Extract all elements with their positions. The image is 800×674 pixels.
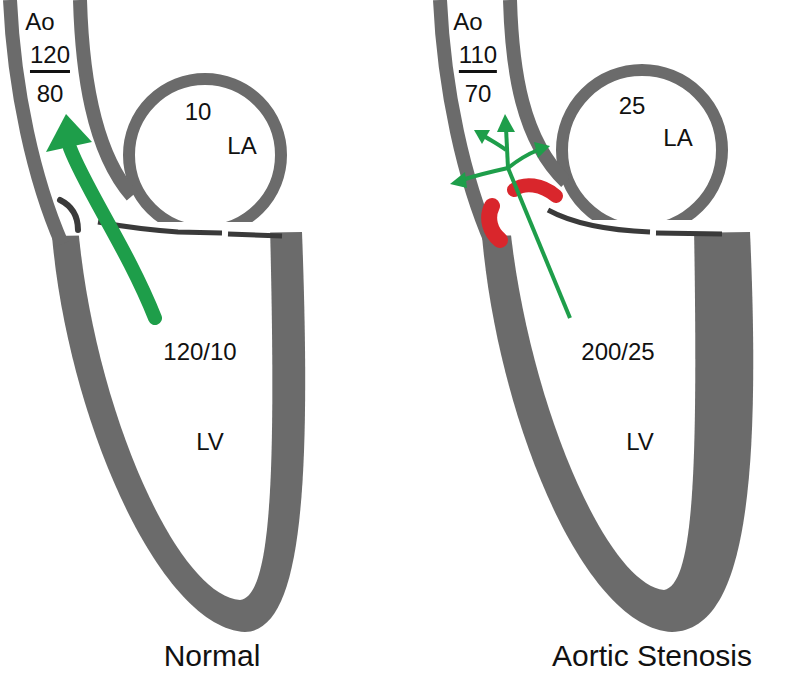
left-atrium	[562, 70, 722, 230]
aortic-wall	[510, 0, 566, 182]
pressure-value: 80	[37, 82, 64, 106]
blood-flow-arrow	[70, 148, 155, 318]
chamber-name: LA	[663, 126, 692, 150]
jet-arrow	[484, 136, 506, 150]
jet-arrow	[508, 150, 538, 168]
mitral-leaflet	[228, 234, 282, 236]
pressure-value: 10	[185, 100, 212, 124]
stenosis-heart	[440, 0, 753, 632]
pressure-value: 120	[30, 43, 70, 73]
pressure-value: 110	[459, 43, 497, 73]
vessel-name: Ao	[453, 10, 482, 34]
pressure-value: 200/25	[581, 340, 654, 364]
left-atrium	[129, 79, 281, 231]
arrow-head	[497, 114, 515, 132]
aortic-wall	[80, 0, 132, 196]
chamber-name: LV	[626, 430, 654, 454]
arrow-head	[46, 114, 92, 152]
aortic-wall	[10, 0, 62, 244]
vessel-name: Ao	[25, 10, 54, 34]
chamber-name: LV	[196, 430, 224, 454]
jet-arrow	[462, 168, 508, 180]
panel-caption: Aortic Stenosis	[552, 641, 752, 671]
normal-heart	[10, 0, 305, 632]
jet-arrow	[508, 168, 570, 318]
pressure-value: 25	[619, 94, 646, 118]
pressure-value: 120/10	[163, 340, 236, 364]
stenotic-valve-leaflet	[489, 206, 500, 240]
pressure-value: 70	[465, 82, 492, 106]
arrow-head	[534, 142, 550, 158]
lv-cavity	[78, 226, 272, 600]
lv-cavity	[510, 226, 695, 590]
aortic-valve-leaflet	[60, 200, 78, 230]
panel-caption: Normal	[164, 641, 261, 671]
mitral-leaflet	[548, 210, 650, 232]
arrow-head	[450, 172, 467, 188]
arrow-head	[474, 130, 490, 144]
mitral-leaflet	[656, 233, 722, 234]
chamber-name: LA	[227, 134, 256, 158]
